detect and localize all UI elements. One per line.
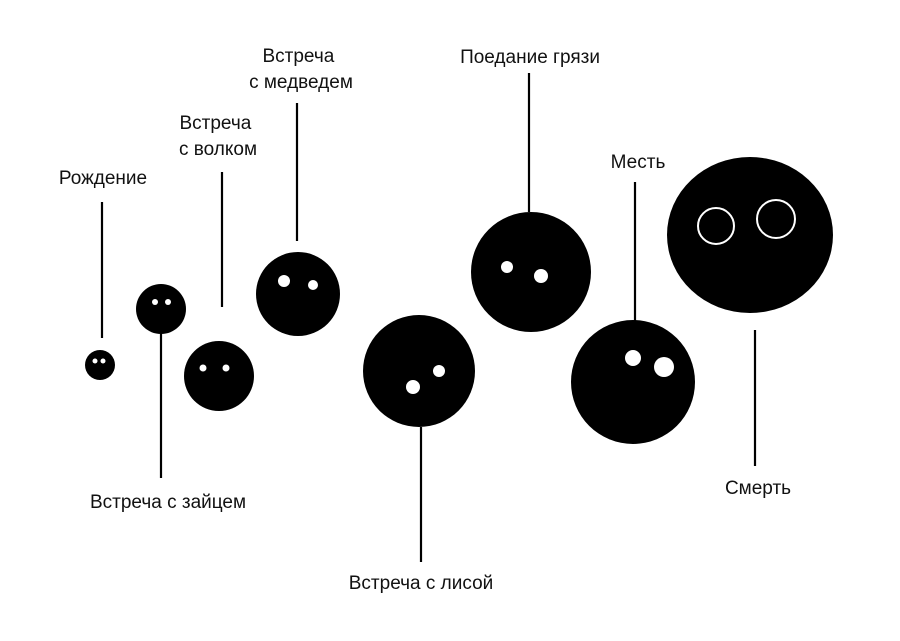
eye-fox-right	[433, 365, 445, 377]
eye-wolf-right	[222, 364, 230, 372]
eye-hare-left	[152, 299, 158, 305]
stage-label-bear-line-2: с медведем	[249, 72, 353, 93]
stage-wolf: Встреча с волком	[179, 113, 257, 411]
blob-birth	[85, 350, 115, 380]
stage-label-fox: Встреча с лисой	[349, 573, 494, 594]
eye-birth-left	[92, 358, 98, 364]
stage-label-dirt-line-1: Поедание грязи	[460, 47, 600, 68]
stage-label-bear-line-1: Встреча	[262, 46, 334, 67]
stage-death: Смерть	[667, 157, 833, 499]
stage-bear: Встреча с медведем	[249, 46, 353, 336]
stage-hare: Встреча с зайцем	[90, 284, 246, 513]
blob-wolf	[184, 341, 254, 411]
blob-dirt	[471, 212, 591, 332]
stage-label-hare: Встреча с зайцем	[90, 492, 246, 513]
eye-bear-left	[278, 275, 290, 287]
stage-label-hare-line-1: Встреча с зайцем	[90, 492, 246, 513]
stage-fox: Встреча с лисой	[349, 315, 494, 594]
stage-revenge: Месть	[571, 152, 695, 444]
eye-bear-right	[308, 280, 318, 290]
stage-label-dirt: Поедание грязи	[460, 47, 600, 68]
blob-revenge	[571, 320, 695, 444]
stage-label-bear: Встреча с медведем	[249, 46, 353, 93]
eye-fox-left	[406, 380, 420, 394]
stage-label-birth-line-1: Рождение	[59, 168, 147, 189]
blob-hare	[136, 284, 186, 334]
stage-dirt: Поедание грязи	[460, 47, 600, 332]
stage-label-revenge-line-1: Месть	[611, 152, 666, 173]
stage-birth: Рождение	[59, 168, 147, 380]
eye-dirt-left	[501, 261, 513, 273]
stage-label-wolf: Встреча с волком	[179, 113, 257, 160]
eye-death-left	[697, 207, 735, 245]
stage-label-revenge: Месть	[611, 152, 666, 173]
eye-birth-right	[100, 358, 106, 364]
blob-bear	[256, 252, 340, 336]
eye-wolf-left	[199, 364, 207, 372]
eye-death-right	[756, 199, 796, 239]
stage-label-birth: Рождение	[59, 168, 147, 189]
eye-hare-right	[165, 299, 171, 305]
blob-fox	[363, 315, 475, 427]
stage-label-fox-line-1: Встреча с лисой	[349, 573, 494, 594]
stage-label-death-line-1: Смерть	[725, 478, 791, 499]
eye-dirt-right	[534, 269, 548, 283]
blob-death	[667, 157, 833, 313]
stage-label-death: Смерть	[725, 478, 791, 499]
stage-label-wolf-line-1: Встреча	[179, 113, 251, 134]
eye-revenge-left	[625, 350, 641, 366]
eye-revenge-right	[654, 357, 674, 377]
stage-label-wolf-line-2: с волком	[179, 139, 257, 160]
